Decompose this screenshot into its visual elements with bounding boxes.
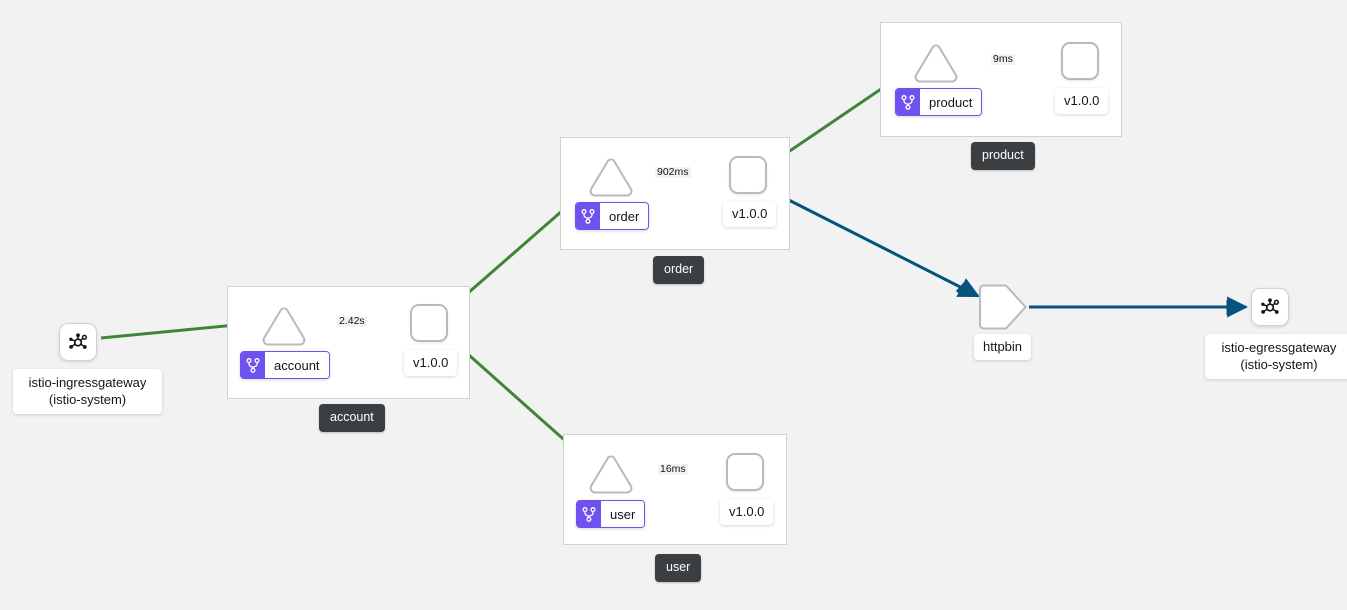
node-user-v1[interactable]	[726, 453, 764, 491]
node-product-v1[interactable]	[1061, 42, 1099, 80]
ingressgateway-label-line1: istio-ingressgateway	[28, 375, 147, 390]
account-app-label: account	[265, 352, 329, 378]
node-label-order-v1[interactable]: v1.0.0	[723, 201, 777, 227]
group-badge-product[interactable]: product	[971, 142, 1035, 170]
group-badge-account[interactable]: account	[319, 404, 385, 432]
node-label-order-service[interactable]: order	[575, 202, 650, 230]
egressgateway-label-line1: istio-egressgateway	[1221, 340, 1337, 355]
node-label-product-v1[interactable]: v1.0.0	[1055, 88, 1109, 114]
node-istio-ingressgateway[interactable]	[59, 323, 97, 361]
node-user-service[interactable]	[588, 453, 634, 495]
group-badge-order[interactable]: order	[653, 256, 705, 284]
node-product-service[interactable]	[913, 42, 959, 84]
product-app-label: product	[920, 89, 982, 115]
node-istio-egressgateway[interactable]	[1251, 288, 1289, 326]
node-label-account-v1[interactable]: v1.0.0	[404, 350, 458, 376]
edge-label-account-latency[interactable]: 2.42s	[337, 315, 367, 327]
node-order-v1[interactable]	[729, 156, 767, 194]
code-branch-icon	[576, 203, 600, 229]
edge-label-user-latency[interactable]: 16ms	[658, 463, 688, 475]
group-badge-user[interactable]: user	[655, 554, 702, 582]
node-account-service[interactable]	[261, 305, 307, 347]
node-label-product-service[interactable]: product	[895, 88, 983, 116]
node-httpbin[interactable]	[975, 284, 1029, 331]
egressgateway-label-line2: (istio-system)	[1240, 357, 1318, 372]
user-app-label: user	[601, 501, 645, 527]
code-branch-icon	[241, 352, 265, 378]
mesh-icon	[1258, 295, 1282, 319]
ingressgateway-label-line2: (istio-system)	[48, 392, 127, 407]
node-order-service[interactable]	[588, 156, 634, 198]
node-label-user-v1[interactable]: v1.0.0	[720, 499, 774, 525]
edge-label-order-latency[interactable]: 902ms	[655, 166, 691, 178]
node-label-istio-ingressgateway[interactable]: istio-ingressgateway (istio-system)	[13, 369, 162, 414]
node-label-httpbin[interactable]: httpbin	[974, 334, 1032, 360]
mesh-icon	[66, 330, 90, 354]
order-app-label: order	[600, 203, 649, 229]
node-label-istio-egressgateway[interactable]: istio-egressgateway (istio-system)	[1205, 334, 1347, 379]
code-branch-icon	[896, 89, 920, 115]
edge-label-product-latency[interactable]: 9ms	[991, 53, 1015, 65]
code-branch-icon	[577, 501, 601, 527]
node-label-account-service[interactable]: account	[240, 351, 330, 379]
node-label-user-service[interactable]: user	[576, 500, 646, 528]
node-account-v1[interactable]	[410, 304, 448, 342]
